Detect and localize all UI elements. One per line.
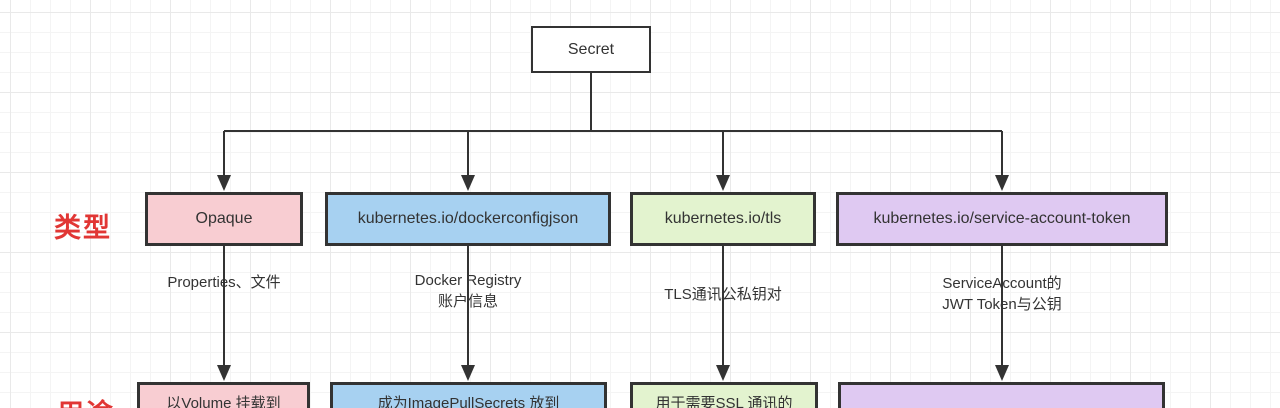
node-type-service-account-token: kubernetes.io/service-account-token xyxy=(836,192,1168,246)
row-label-usage: 用途 xyxy=(57,392,115,408)
desc-line: Properties、文件 xyxy=(167,274,281,291)
node-usage-dockerconfigjson: 成为ImagePullSecrets 放到 xyxy=(330,382,607,408)
desc-tls: TLS通讯公私钥对 xyxy=(563,284,883,305)
node-type-opaque: Opaque xyxy=(145,192,303,246)
row-label-type: 类型 xyxy=(54,213,112,243)
node-usage-opaque: 以Volume 挂载到 xyxy=(137,382,310,408)
node-usage-service-account-token xyxy=(838,382,1165,408)
desc-line: JWT Token与公钥 xyxy=(942,296,1062,313)
desc-dockerconfigjson: Docker Registry 账户信息 xyxy=(308,270,628,312)
node-type-dockerconfigjson: kubernetes.io/dockerconfigjson xyxy=(325,192,611,246)
desc-service-account-token: ServiceAccount的 JWT Token与公钥 xyxy=(842,273,1162,315)
node-type-tls: kubernetes.io/tls xyxy=(630,192,816,246)
desc-line: Docker Registry xyxy=(414,272,522,289)
desc-line: TLS通讯公私钥对 xyxy=(664,286,782,303)
node-usage-tls: 用于需要SSL 通讯的 xyxy=(630,382,818,408)
node-secret: Secret xyxy=(531,26,651,73)
desc-line: ServiceAccount的 xyxy=(942,275,1062,292)
desc-line: 账户信息 xyxy=(437,293,498,310)
desc-opaque: Properties、文件 xyxy=(64,272,384,293)
